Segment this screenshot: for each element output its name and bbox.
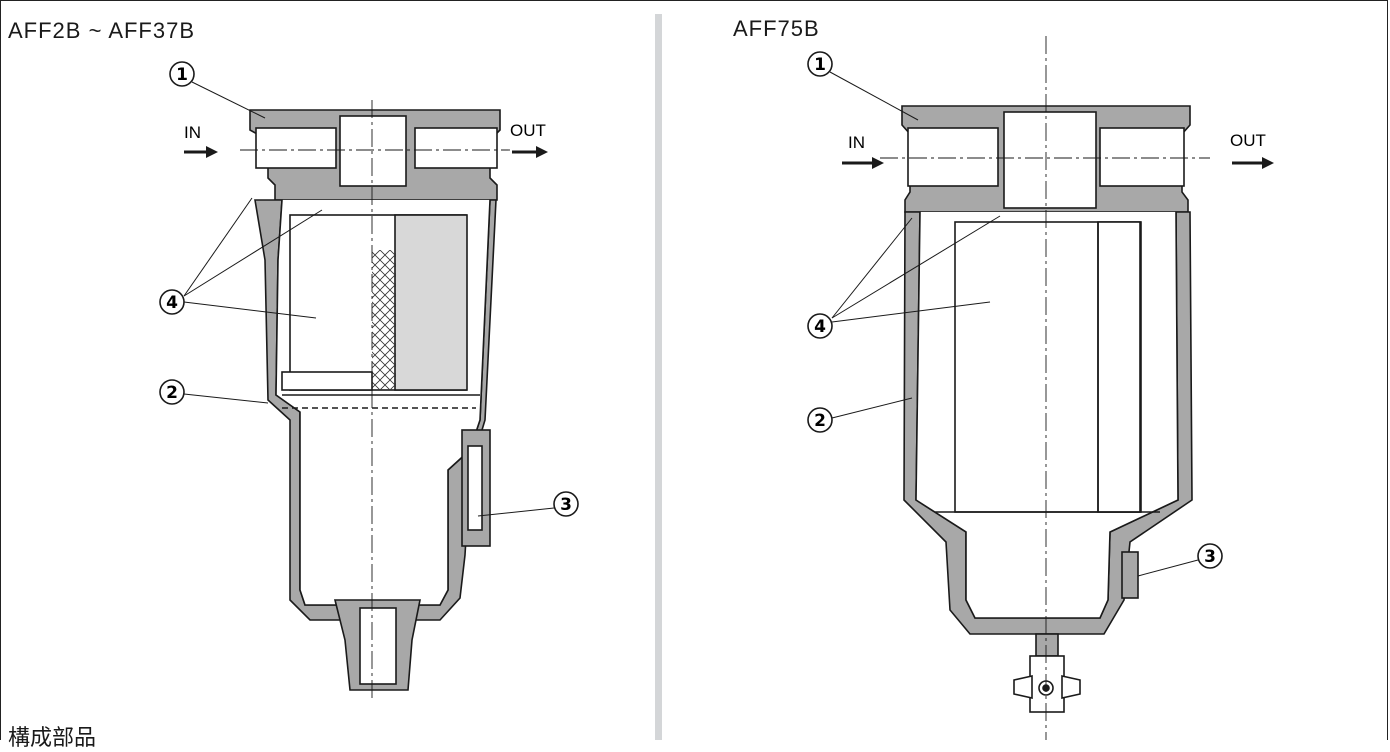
right-in-arrow: IN <box>842 133 884 169</box>
right-panel-title: AFF75B <box>733 16 820 41</box>
right-callout-4: 4 <box>807 215 1001 339</box>
right-out-label: OUT <box>1230 131 1266 150</box>
panel-divider <box>655 14 662 740</box>
left-in-label: IN <box>184 123 201 142</box>
svg-text:2: 2 <box>814 411 826 431</box>
svg-text:2: 2 <box>166 383 178 403</box>
left-panel-title: AFF2B ~ AFF37B <box>8 18 196 43</box>
right-callout-1: 1 <box>807 51 919 121</box>
left-callout-4: 4 <box>159 197 323 319</box>
svg-text:4: 4 <box>814 317 826 337</box>
left-filter-drawing <box>240 100 510 700</box>
left-callout-1: 1 <box>169 61 266 119</box>
right-filter-drawing <box>880 36 1210 740</box>
left-callout-2: 2 <box>159 379 269 405</box>
svg-text:4: 4 <box>166 293 178 313</box>
left-in-arrow: IN <box>184 123 218 158</box>
svg-text:1: 1 <box>176 65 188 85</box>
svg-text:3: 3 <box>1204 547 1216 567</box>
right-callout-2: 2 <box>807 397 913 433</box>
svg-text:1: 1 <box>814 55 826 75</box>
left-out-label: OUT <box>510 121 546 140</box>
right-out-arrow: OUT <box>1230 131 1274 169</box>
right-callout-3: 3 <box>1137 543 1223 577</box>
left-callout-3: 3 <box>477 491 579 517</box>
right-in-label: IN <box>848 133 865 152</box>
left-out-arrow: OUT <box>510 121 548 158</box>
svg-text:3: 3 <box>560 495 572 515</box>
